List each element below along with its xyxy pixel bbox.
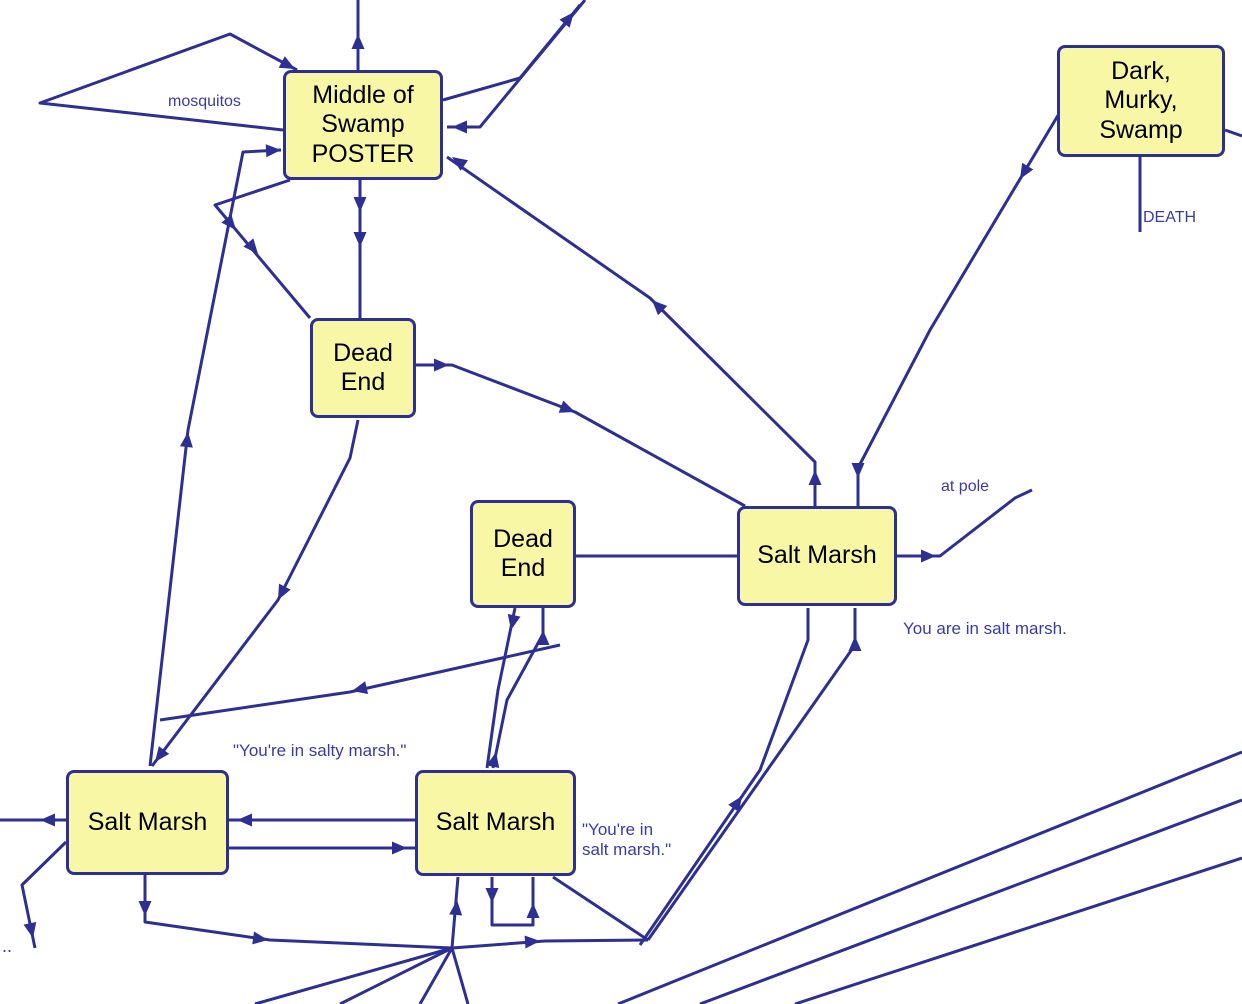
arrowhead-icon — [728, 796, 742, 813]
arrowhead-icon — [652, 300, 668, 316]
arrowhead-icon — [353, 197, 367, 212]
edge-salt-marsh-east-to-poster — [446, 155, 817, 506]
arrowhead-icon — [808, 470, 822, 485]
edge-salt-marsh-mid-to-dead-end-south — [491, 608, 545, 769]
edge-dead-end-north-to-west-salt-marsh — [150, 419, 360, 767]
label-you-are-in-salt-marsh: You are in salt marsh. — [903, 619, 1067, 638]
arrowhead-icon — [452, 157, 469, 171]
arrowhead-icon — [486, 752, 500, 769]
edge-junction-east — [451, 938, 649, 950]
label-at-pole: at pole — [941, 478, 990, 495]
arrowhead-icon — [155, 746, 170, 762]
room-dead-end-north: Dead End — [310, 318, 416, 418]
label-truncated-dots: .. — [2, 936, 13, 956]
edge-poster-exit-northeast — [442, 4, 582, 102]
edge-dark-swamp-to-salt-marsh-east — [856, 111, 1062, 506]
room-middle-of-swamp-poster: Middle of Swamp POSTER — [283, 70, 443, 180]
arrowhead-icon — [851, 463, 865, 478]
edge-long-diagonal-3 — [794, 856, 1242, 1004]
arrowhead-icon — [485, 888, 499, 903]
edge-west-salt-marsh-to-dots — [20, 840, 68, 949]
edge-salt-marsh-east-to-pole — [897, 488, 1033, 558]
arrowhead-icon — [524, 935, 540, 949]
edge-west-salt-marsh-to-poster — [148, 148, 282, 767]
arrowhead-icon — [353, 232, 367, 247]
room-salt-marsh-mid: Salt Marsh — [415, 770, 576, 876]
arrowhead-icon — [536, 630, 550, 645]
arrowhead-icon — [221, 214, 236, 230]
arrowhead-icon — [352, 681, 369, 694]
arrowhead-icon — [434, 358, 449, 372]
edge-west-salt-marsh-to-junction — [143, 875, 453, 950]
arrowhead-icon — [351, 34, 365, 49]
edge-junction-fan-4 — [450, 947, 470, 1004]
arrowhead-icon — [278, 56, 295, 69]
label-youre-in-salty-marsh: "You're in salty marsh." — [233, 741, 407, 760]
arrowhead-icon — [179, 432, 193, 448]
room-dead-end-south: Dead End — [470, 500, 576, 608]
arrowhead-icon — [392, 841, 407, 855]
label-youre-in-salt-marsh: "You're in salt marsh." — [582, 820, 672, 860]
room-salt-marsh-west: Salt Marsh — [66, 770, 229, 875]
edge-dark-swamp-exit-east — [1224, 128, 1242, 138]
label-mosquitos: mosquitos — [168, 93, 241, 110]
arrowhead-icon — [265, 144, 281, 158]
edge-long-diagonal-2 — [699, 798, 1242, 1004]
arrowhead-icon — [559, 12, 574, 28]
arrowhead-icon — [558, 400, 575, 413]
edge-south-path-to-salt-marsh-east-1 — [638, 608, 810, 946]
edge-dead-end-south-to-salt-marsh-mid — [485, 607, 517, 769]
arrowhead-icon — [449, 900, 463, 916]
edge-dead-end-north-to-salt-marsh-east — [416, 363, 746, 508]
arrowhead-icon — [138, 901, 152, 916]
edge-junction-fan-2 — [339, 946, 453, 1004]
edge-junction-fan-1 — [254, 946, 453, 1004]
edge-salt-marsh-mid-to-junction-east — [552, 875, 649, 942]
room-salt-marsh-east: Salt Marsh — [737, 506, 897, 606]
arrowhead-icon — [526, 903, 540, 918]
arrowhead-icon — [921, 549, 936, 563]
edge-junction-fan-3 — [418, 947, 454, 1004]
arrowhead-icon — [40, 813, 55, 827]
arrowhead-icon — [848, 636, 862, 651]
arrowhead-icon — [278, 583, 291, 600]
arrowhead-icon — [252, 931, 268, 945]
arrowhead-icon — [237, 813, 252, 827]
arrowhead-icon — [1020, 162, 1034, 179]
edge-long-diagonal-1 — [617, 750, 1242, 1004]
room-dark-murky-swamp: Dark, Murky, Swamp — [1057, 45, 1225, 157]
edge-westward-path — [159, 643, 561, 722]
edge-mosquitos-loop — [38, 32, 298, 132]
arrowhead-icon — [507, 613, 521, 630]
arrowhead-icon — [452, 120, 467, 134]
arrowhead-icon — [23, 921, 37, 938]
edge-poster-to-dead-end-north-diag — [213, 178, 312, 319]
arrowhead-icon — [243, 238, 258, 254]
label-death: DEATH — [1143, 209, 1197, 226]
